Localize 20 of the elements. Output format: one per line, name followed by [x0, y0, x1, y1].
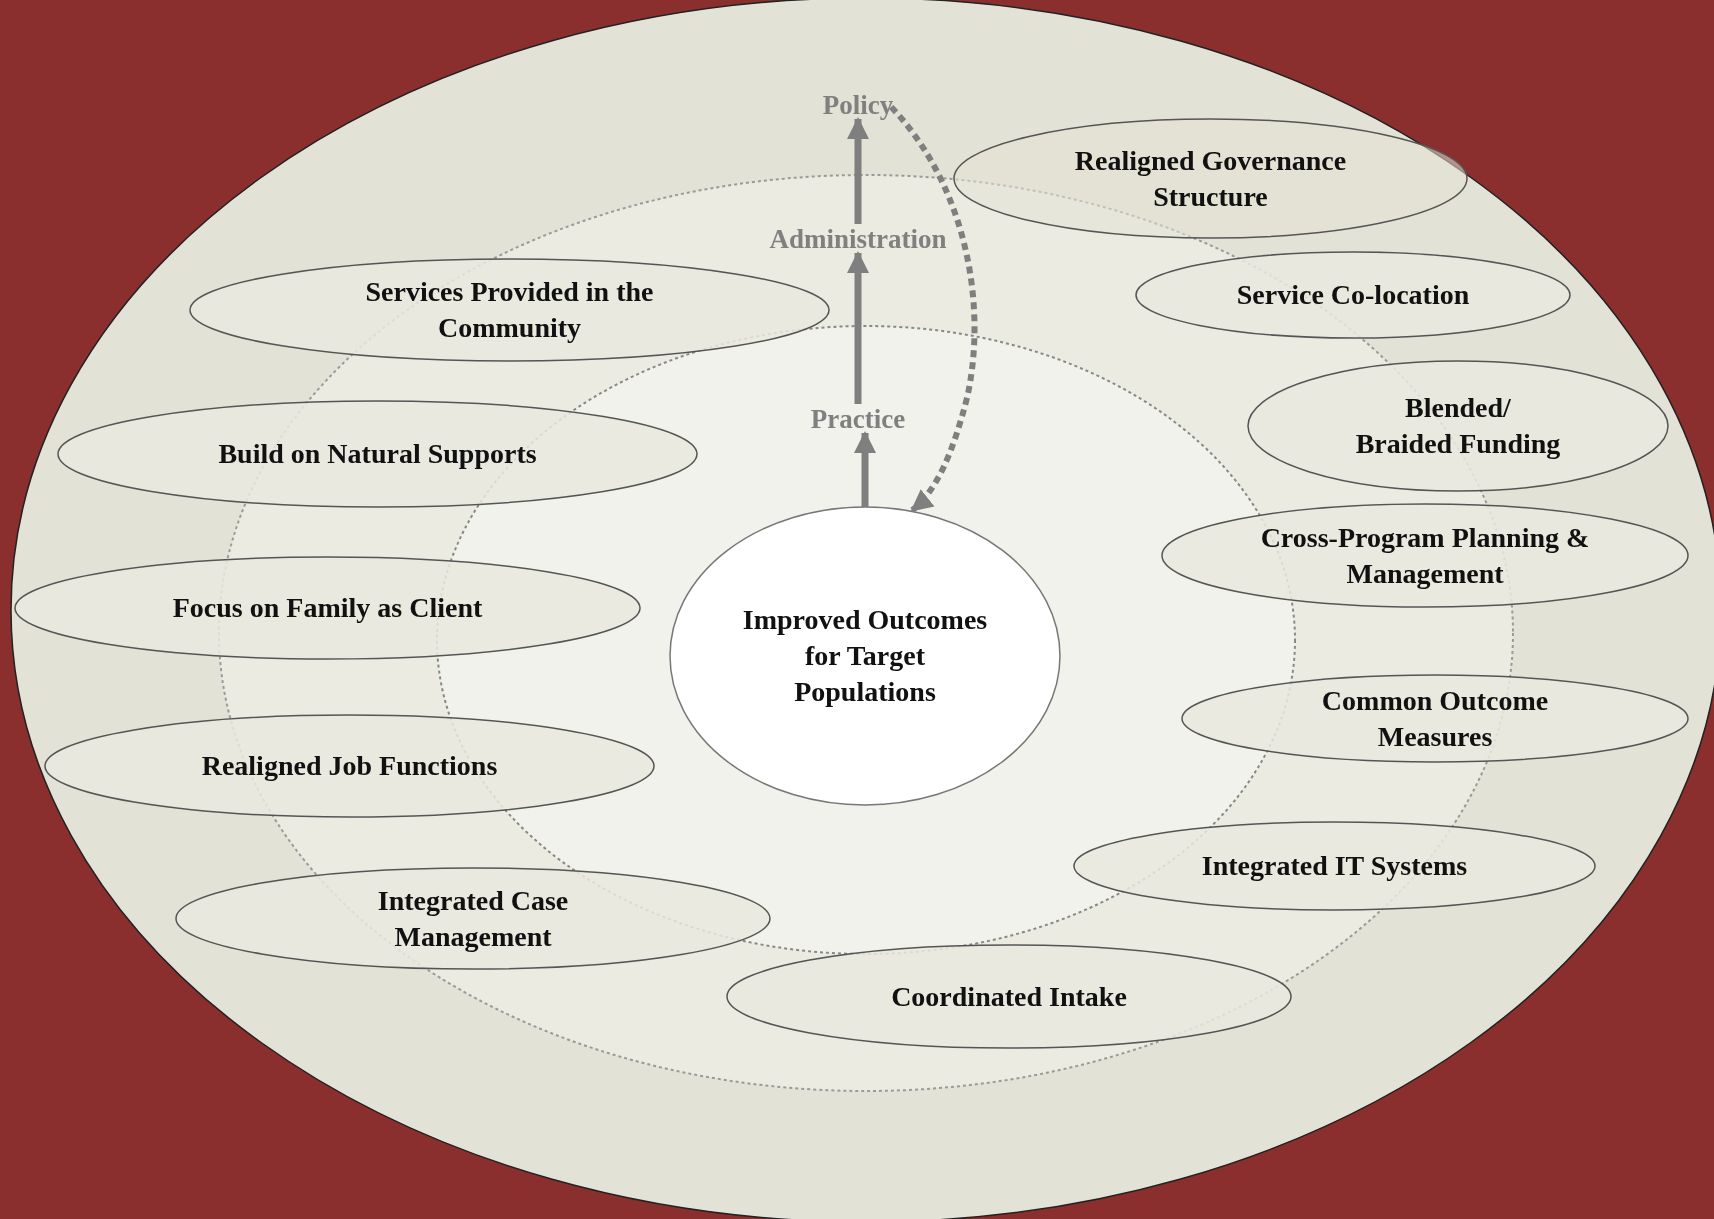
- tier-label: Policy: [822, 90, 894, 120]
- arrow: [847, 117, 869, 224]
- strategy-label: Common Outcome Measures: [1320, 683, 1550, 754]
- tier-label: Practice: [810, 404, 906, 434]
- strategy-label: Services Provided in the Community: [364, 275, 655, 345]
- strategy-label: Integrated IT Systems: [1201, 849, 1468, 883]
- strategy-label: Service Co-location: [1236, 278, 1470, 312]
- strategy-label: Build on Natural Supports: [218, 437, 537, 471]
- outcome-text: Improved Outcomes for Target Populations: [741, 603, 989, 709]
- strategy-label: Focus on Family as Client: [172, 591, 483, 625]
- strategy-label: Realigned Governance Structure: [1073, 143, 1348, 214]
- arrow: [847, 251, 869, 404]
- dashed-arrow: [888, 105, 978, 513]
- strategy-label: Realigned Job Functions: [201, 749, 498, 783]
- strategy-label: Cross-Program Planning & Management: [1259, 520, 1591, 591]
- strategy-label: Integrated Case Management: [376, 883, 570, 954]
- strategy-label: Blended/ Braided Funding: [1354, 391, 1562, 461]
- tier-label: Administration: [769, 224, 947, 254]
- strategy-label: Coordinated Intake: [891, 979, 1127, 1014]
- arrow: [854, 431, 876, 507]
